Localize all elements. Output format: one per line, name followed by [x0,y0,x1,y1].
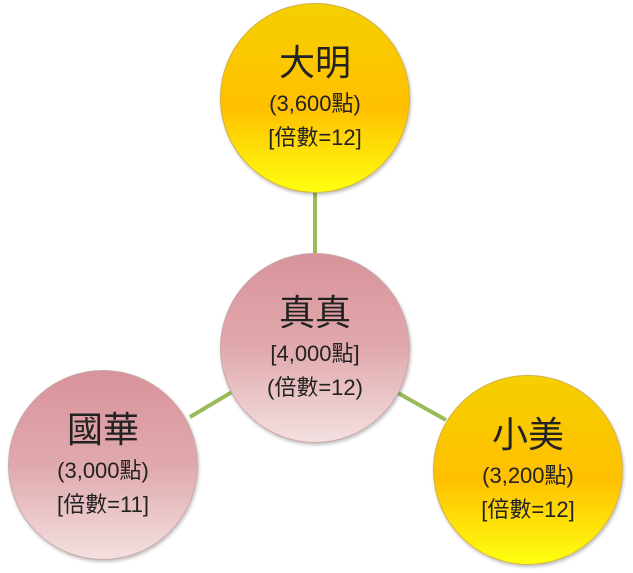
node-right: 小美 (3,200點) [倍數=12] [433,375,623,565]
node-multiplier: [倍數=12] [481,497,575,522]
node-points: (3,200點) [482,463,574,488]
node-top: 大明 (3,600點) [倍數=12] [220,3,410,193]
node-name: 真真 [278,293,351,334]
node-name: 大明 [278,43,351,84]
connector-right [397,391,447,422]
node-left: 國華 (3,000點) [倍數=11] [8,370,198,560]
node-multiplier: [倍數=11] [57,492,149,517]
node-points: (3,000點) [57,458,149,483]
node-points: [4,000點] [270,341,360,366]
connector-left [188,390,234,419]
node-center: 真真 [4,000點] (倍數=12) [220,253,410,443]
node-points: (3,600點) [269,91,361,116]
node-name: 小美 [491,415,564,456]
node-multiplier: (倍數=12) [267,375,363,400]
node-name: 國華 [66,410,139,451]
node-multiplier: [倍數=12] [268,125,362,150]
